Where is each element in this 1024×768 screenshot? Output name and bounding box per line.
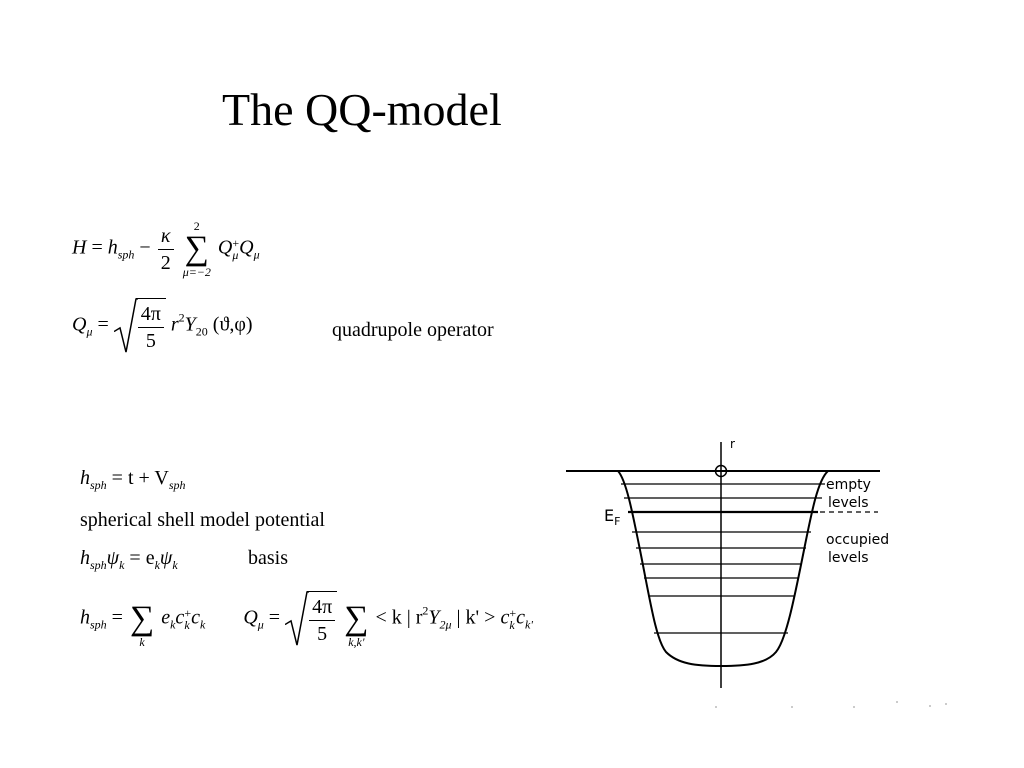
basis-label: basis xyxy=(248,547,288,569)
sqrt-fraction: 4π 5 xyxy=(113,298,166,354)
sum-lower-limit: μ=−2 xyxy=(182,265,211,279)
r-symbol: r xyxy=(170,313,179,336)
kappa-symbol: κ xyxy=(160,224,171,247)
slide-title: The QQ-model xyxy=(222,84,502,135)
radical-sign-icon xyxy=(113,298,138,353)
dagger-superscript: + xyxy=(184,606,192,620)
v-subscript: sph xyxy=(168,478,186,492)
hsph-definition: hsph = t + Vsph xyxy=(80,466,186,497)
c-symbol: c xyxy=(500,606,510,629)
y-symbol: Y xyxy=(428,606,440,629)
h-symbol: h xyxy=(80,547,90,569)
dagger-superscript: + xyxy=(509,606,517,620)
q-symbol: Q xyxy=(72,313,87,336)
occupied-levels-label-line1: occupied xyxy=(826,532,890,548)
potential-well-diagram: r empty levels EF occupied levels xyxy=(560,437,960,712)
occupied-levels-label-line2: levels xyxy=(828,550,869,566)
y-arguments: (ϑ,φ) xyxy=(212,313,253,336)
hsph-subscript: sph xyxy=(117,247,135,262)
k-subscript: k xyxy=(154,558,160,572)
c-symbol: c xyxy=(191,606,200,629)
potential-well-svg xyxy=(566,442,947,708)
sph-subscript: sph xyxy=(90,478,107,492)
q-symbol: Q xyxy=(243,606,258,629)
sum-lower-limit: k xyxy=(139,635,145,649)
q-symbol: Q xyxy=(239,236,254,259)
k-subscript: k xyxy=(172,558,178,572)
sph-subscript: sph xyxy=(90,617,107,632)
sum-k: ∑ k xyxy=(129,600,155,649)
axis-top-label: r xyxy=(730,437,735,451)
fraction-denominator: 5 xyxy=(317,623,328,645)
matrix-element-bra: < k | r xyxy=(375,606,423,629)
y-subscript: 20 xyxy=(195,324,208,339)
r-exponent: 2 xyxy=(422,603,429,618)
k-subscript: k xyxy=(509,618,515,632)
quadrupole-operator-label: quadrupole operator xyxy=(332,319,494,341)
hamiltonian-symbol: H xyxy=(72,236,87,259)
sum-upper-limit: 2 xyxy=(193,219,200,233)
shell-model-text: spherical shell model potential xyxy=(80,509,325,531)
fraction-denominator: 2 xyxy=(160,251,171,274)
k-subscript: k xyxy=(184,618,190,632)
basis-equation: hsphψk = ekψk xyxy=(80,546,178,577)
fermi-label-subscript: F xyxy=(614,515,621,528)
scan-specks xyxy=(715,701,947,708)
y-subscript: 2μ xyxy=(439,617,452,632)
mu-subscript: μ xyxy=(253,247,260,262)
hsph-rhs: = t + V xyxy=(111,467,169,489)
sph-subscript: sph xyxy=(90,558,107,572)
sqrt-fraction: 4π 5 xyxy=(285,591,338,647)
potential-well-curve xyxy=(617,470,829,668)
q-symbol: Q xyxy=(217,236,233,259)
k-subscript: k xyxy=(170,617,176,632)
h-symbol: h xyxy=(80,467,90,489)
mu-subscript: μ xyxy=(86,324,93,339)
y-symbol: Y xyxy=(184,313,196,336)
kappa-fraction: κ 2 xyxy=(157,223,174,276)
psi-symbol: ψ xyxy=(106,547,120,569)
sum-mu: 2 ∑ μ=−2 xyxy=(182,219,211,279)
dagger-superscript: + xyxy=(232,236,240,250)
kprime-subscript: k' xyxy=(525,617,533,632)
matrix-element-ket: | k' > xyxy=(456,606,496,629)
sum-kk: ∑ k,k' xyxy=(344,600,369,649)
eigenvalue-rhs: = e xyxy=(129,547,155,569)
radical-sign-icon xyxy=(285,591,310,646)
fermi-label: EF xyxy=(604,508,620,530)
fraction-denominator: 5 xyxy=(145,330,156,352)
mu-subscript: μ xyxy=(232,248,239,262)
quadrupole-equation: Qμ = 4π 5 r2Y20 (ϑ,φ) xyxy=(72,298,253,354)
empty-levels-label-line1: empty xyxy=(826,477,871,493)
k-subscript: k xyxy=(119,558,125,572)
sum-lower-limit: k,k' xyxy=(348,635,365,649)
mu-subscript: μ xyxy=(257,617,264,632)
h-symbol: h xyxy=(80,606,90,629)
psi-symbol: ψ xyxy=(159,547,173,569)
fraction-numerator: 4π xyxy=(137,301,164,328)
r-exponent: 2 xyxy=(178,310,185,325)
fermi-label-e: E xyxy=(604,506,615,525)
e-symbol: e xyxy=(161,606,171,629)
empty-levels-label-line2: levels xyxy=(828,495,869,511)
c-symbol: c xyxy=(516,606,525,629)
k-subscript: k xyxy=(199,617,206,632)
hsph-symbol: h xyxy=(107,236,118,259)
c-symbol: c xyxy=(175,606,185,629)
fraction-numerator: 4π xyxy=(309,594,336,621)
